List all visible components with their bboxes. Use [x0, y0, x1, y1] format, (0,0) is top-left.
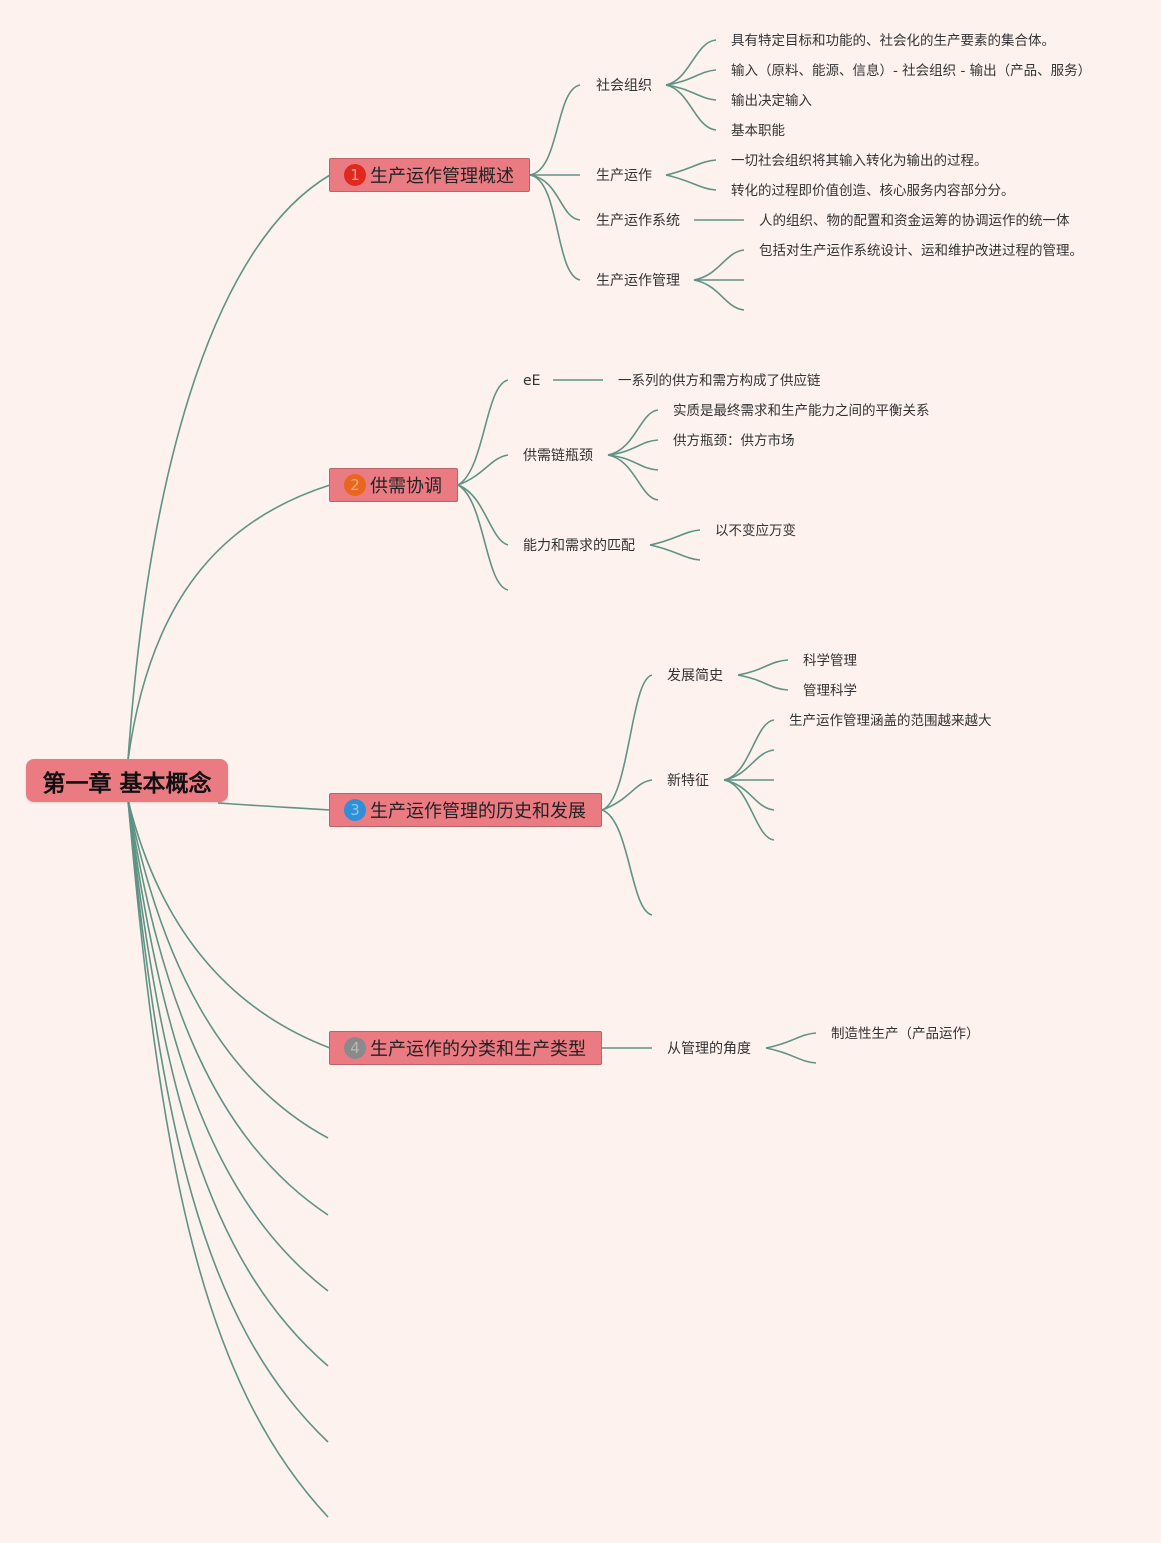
- branch-line: [665, 174, 717, 191]
- detail-node[interactable]: 输出决定输入: [731, 93, 812, 109]
- branch-line: [127, 799, 329, 1443]
- branch-line: [217, 802, 331, 811]
- branch-line: [529, 84, 581, 176]
- branch-line: [765, 1047, 817, 1064]
- subtopic-operation-management[interactable]: 生产运作管理: [596, 273, 680, 289]
- subtopic-capacity-demand[interactable]: 能力和需求的匹配: [523, 538, 635, 554]
- branch-line: [607, 409, 659, 456]
- detail-node[interactable]: 以不变应万变: [715, 523, 796, 539]
- branch-line: [737, 659, 789, 676]
- subtopic-new-features[interactable]: 新特征: [667, 773, 709, 789]
- branch-line: [529, 174, 581, 221]
- detail-node[interactable]: 输入（原料、能源、信息）- 社会组织 - 输出（产品、服务）: [731, 63, 1092, 79]
- branch-line: [665, 69, 717, 86]
- branch-line: [723, 719, 775, 781]
- branch-line: [127, 799, 331, 1049]
- branch-line: [693, 249, 745, 281]
- detail-node[interactable]: 具有特定目标和功能的、社会化的生产要素的集合体。: [731, 33, 1055, 49]
- branch-line: [693, 279, 745, 311]
- detail-node[interactable]: 管理科学: [803, 683, 857, 699]
- detail-node[interactable]: 一切社会组织将其输入转化为输出的过程。: [731, 153, 988, 169]
- subtopic-brief-history[interactable]: 发展简史: [667, 668, 723, 684]
- topic-overview[interactable]: 1 生产运作管理概述: [329, 158, 530, 192]
- detail-node[interactable]: 供方瓶颈：供方市场: [673, 433, 795, 449]
- detail-node[interactable]: 一系列的供方和需方构成了供应链: [618, 373, 821, 389]
- topic-label: 生产运作管理的历史和发展: [370, 801, 586, 822]
- detail-node[interactable]: 实质是最终需求和生产能力之间的平衡关系: [673, 403, 930, 419]
- topic-label: 生产运作管理概述: [370, 166, 514, 187]
- branch-line: [601, 674, 653, 811]
- root-topic[interactable]: 第一章 基本概念: [26, 759, 228, 802]
- number-badge-icon: 3: [344, 799, 366, 821]
- subtopic-ee[interactable]: eE: [523, 373, 541, 389]
- branch-line: [665, 39, 717, 86]
- branch-line: [127, 799, 329, 1216]
- branch-line: [457, 484, 509, 591]
- branch-line: [649, 529, 701, 546]
- subtopic-supply-bottleneck[interactable]: 供需链瓶颈: [523, 448, 593, 464]
- branch-line: [607, 454, 659, 501]
- branch-line: [723, 779, 775, 841]
- topic-label: 生产运作的分类和生产类型: [370, 1039, 586, 1060]
- branch-line: [127, 799, 329, 1139]
- branch-line: [723, 749, 775, 781]
- subtopic-production-operation[interactable]: 生产运作: [596, 168, 652, 184]
- topic-history[interactable]: 3 生产运作管理的历史和发展: [329, 793, 602, 827]
- branch-line: [665, 84, 717, 131]
- topic-supply-demand[interactable]: 2 供需协调: [329, 468, 458, 502]
- branch-line: [765, 1032, 817, 1049]
- branch-line: [457, 454, 509, 486]
- branch-line: [649, 544, 701, 561]
- detail-node[interactable]: 人的组织、物的配置和资金运筹的协调运作的统一体: [759, 213, 1070, 229]
- detail-node[interactable]: 基本职能: [731, 123, 785, 139]
- branch-line: [127, 799, 329, 1518]
- branch-line: [665, 159, 717, 176]
- branch-line: [127, 799, 329, 1367]
- branch-line: [737, 674, 789, 691]
- branch-line: [529, 174, 581, 281]
- detail-node[interactable]: 包括对生产运作系统设计、运和维护改进过程的管理。: [759, 243, 1083, 259]
- branch-line: [607, 439, 659, 456]
- detail-node[interactable]: 生产运作管理涵盖的范围越来越大: [789, 713, 992, 729]
- branch-line: [601, 809, 653, 916]
- root-topic-label: 第一章 基本概念: [42, 770, 212, 797]
- detail-node[interactable]: 科学管理: [803, 653, 857, 669]
- branch-line: [127, 799, 329, 1292]
- number-badge-icon: 1: [344, 164, 366, 186]
- branch-line: [457, 379, 509, 486]
- branch-line: [457, 484, 509, 546]
- detail-node[interactable]: 转化的过程即价值创造、核心服务内容部分分。: [731, 183, 1015, 199]
- branch-line: [601, 779, 653, 811]
- topic-classification[interactable]: 4 生产运作的分类和生产类型: [329, 1031, 602, 1065]
- branch-line: [665, 84, 717, 101]
- number-badge-icon: 4: [344, 1037, 366, 1059]
- subtopic-social-organization[interactable]: 社会组织: [596, 78, 652, 94]
- number-badge-icon: 2: [344, 474, 366, 496]
- topic-label: 供需协调: [370, 476, 442, 497]
- branch-line: [127, 174, 331, 761]
- subtopic-management-view[interactable]: 从管理的角度: [667, 1041, 751, 1057]
- detail-node[interactable]: 制造性生产（产品运作）: [831, 1026, 980, 1042]
- subtopic-operation-system[interactable]: 生产运作系统: [596, 213, 680, 229]
- branch-line: [127, 484, 331, 761]
